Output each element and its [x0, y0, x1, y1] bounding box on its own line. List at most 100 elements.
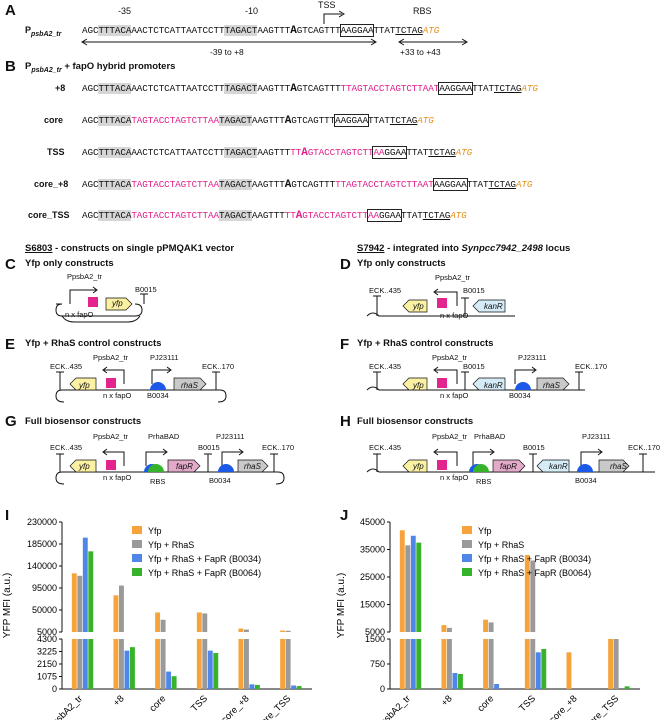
hybrid-label-core: core	[44, 115, 64, 125]
construct-h-diagram	[366, 448, 655, 473]
y-tick-label: 35000	[360, 545, 385, 555]
rhas-label-f: rhaS	[543, 381, 560, 390]
legend-label: Yfp	[148, 526, 162, 536]
y-axis-label: YFP MFI (a.u.)	[2, 573, 13, 638]
panel-a-promoter-label: PpsbA2_tr	[25, 25, 62, 38]
rhas-label-e: rhaS	[181, 381, 198, 390]
bar	[410, 535, 416, 632]
bar	[160, 619, 166, 632]
bar	[124, 650, 130, 689]
yfp-gene-f	[402, 377, 428, 391]
bar	[77, 639, 83, 689]
eck435-label-g: ECK..435	[50, 443, 83, 452]
range-arrows	[81, 38, 468, 46]
kan-gene-f	[472, 377, 506, 391]
construct-e-diagram	[55, 366, 227, 403]
bar	[113, 595, 119, 632]
section-h-title: Full biosensor constructs	[357, 416, 474, 427]
bar	[535, 652, 541, 689]
legend-swatch	[462, 526, 472, 534]
y-tick-label: 15000	[360, 600, 385, 610]
hybrid-label-core-tss: core_TSS	[28, 210, 70, 220]
x-tick-label: core_+8	[547, 693, 579, 720]
kan-gene-h	[536, 459, 570, 473]
hybrid-label-tss: TSS	[47, 147, 65, 157]
ppsba-label-e: PpsbA2_tr	[93, 353, 129, 362]
hybrid-seq-tss: AGCTTTACAAACTCTCATTAATCCTTTAGACTAAGTTTTT…	[82, 146, 473, 159]
bar	[405, 639, 411, 689]
bar	[77, 575, 83, 632]
rbs-b0034-f	[515, 382, 531, 390]
bar	[447, 639, 452, 689]
bar	[441, 639, 447, 689]
ppsba-label-g: PpsbA2_tr	[93, 432, 129, 441]
bar	[249, 684, 255, 689]
rhas-label-g: rhaS	[244, 462, 261, 471]
bar	[483, 619, 489, 632]
x-tick-label: core_TSS	[584, 693, 622, 720]
yfp-gene-d	[402, 299, 428, 313]
panel-letter-d: D	[340, 256, 351, 273]
panel-letter-c: C	[5, 256, 16, 273]
rbs-label: RBS	[413, 6, 432, 16]
panel-letter-h: H	[340, 413, 351, 430]
legend-swatch	[462, 554, 472, 562]
bar	[207, 650, 213, 689]
bar	[155, 612, 161, 632]
fapr-label-h: fapR	[500, 462, 517, 471]
panel-letter-j: J	[340, 507, 349, 524]
eck435-label-f: ECK..435	[369, 362, 402, 371]
b0015-label-h: B0015	[523, 443, 545, 452]
rhas-label-h: rhaS	[610, 462, 627, 471]
bar	[624, 686, 630, 689]
y-axis-label: YFP MFI (a.u.)	[336, 573, 347, 638]
bar	[416, 542, 422, 632]
legend-label: Yfp + RhaS + FapR (B0034)	[478, 554, 591, 564]
bar	[410, 639, 416, 689]
panel-letter-f: F	[340, 336, 350, 353]
hybrid-label-plus8: +8	[55, 83, 66, 93]
y-tick-label: 1075	[37, 672, 57, 682]
prha-label-g: PrhaBAD	[148, 432, 180, 441]
bar	[541, 649, 547, 689]
bar	[285, 639, 291, 689]
bar	[202, 639, 208, 689]
bar	[524, 639, 530, 689]
yfp-gene-g	[69, 459, 97, 473]
panel-letter-a: A	[5, 2, 16, 19]
construct-c-diagram	[55, 286, 148, 323]
yfp-label-h: yfp	[413, 462, 424, 471]
bar	[71, 573, 77, 632]
bar	[119, 639, 124, 689]
bar	[88, 639, 94, 689]
yfp-gene-e	[69, 377, 97, 391]
b0015-label-c: B0015	[135, 285, 157, 294]
tss-arrow	[323, 10, 345, 24]
pj-label-e: PJ23111	[150, 353, 179, 362]
pj-label-f: PJ23111	[518, 353, 547, 362]
bar	[613, 639, 619, 689]
panel-b-title: PpsbA2_tr + fapO hybrid promoters	[25, 61, 176, 74]
x-tick-label: PpsbA2_tr	[374, 693, 413, 720]
x-tick-label: +8	[111, 693, 126, 708]
y-tick-label: 4300	[37, 634, 57, 644]
yfp-label-f: yfp	[413, 381, 424, 390]
y-tick-label: 95000	[32, 583, 57, 593]
bar	[296, 686, 302, 689]
legend-swatch	[462, 540, 472, 548]
legend-label: Yfp + RhaS + FapR (B0034)	[148, 554, 261, 564]
legend-label: Yfp	[478, 526, 492, 536]
section-g-title: Full biosensor constructs	[25, 416, 142, 427]
bar	[530, 639, 536, 689]
bar	[88, 551, 94, 632]
panel-letter-i: I	[5, 507, 10, 524]
fapo-label-h: n x fapO	[440, 473, 469, 482]
fapo-label-e: n x fapO	[103, 391, 132, 400]
rhas-gene-h	[598, 459, 630, 473]
ppsba-label-c: PpsbA2_tr	[67, 272, 103, 281]
bar	[530, 560, 536, 632]
legend-label: Yfp + RhaS	[148, 540, 194, 550]
bar	[488, 639, 494, 689]
fapo-operator-e	[106, 378, 116, 388]
